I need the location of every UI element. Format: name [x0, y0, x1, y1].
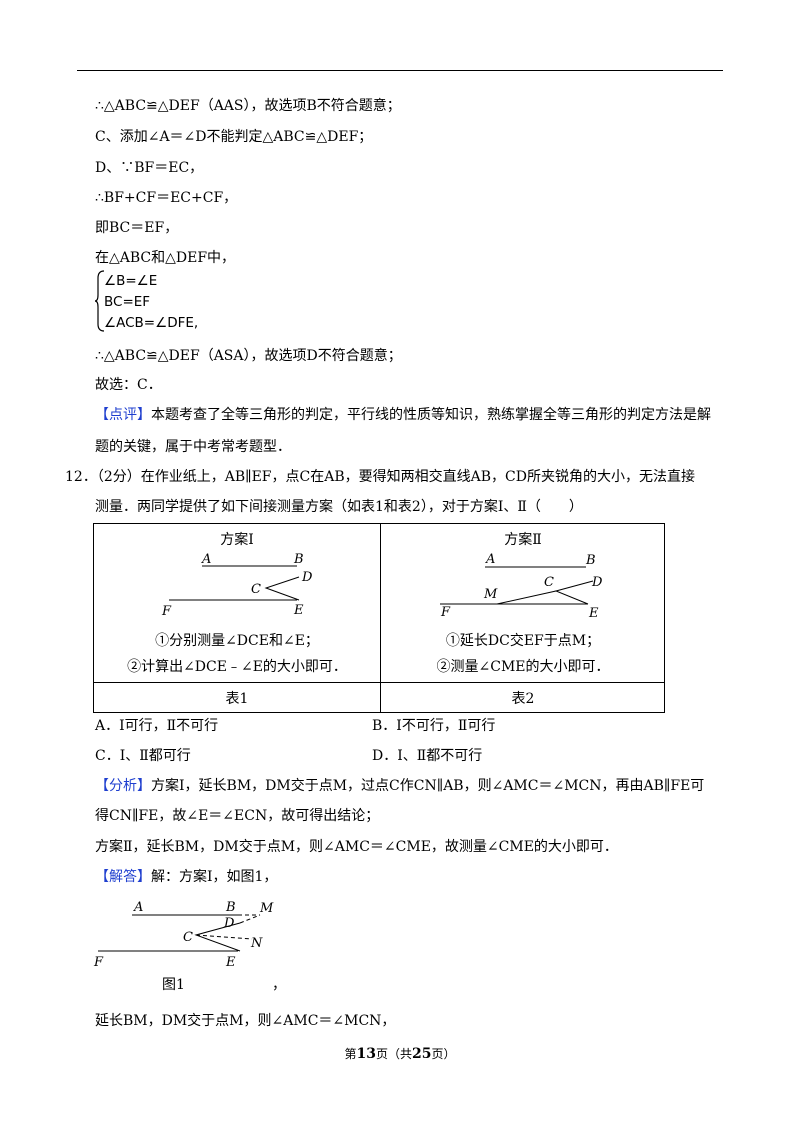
label-E: E: [588, 606, 599, 620]
label-B: B: [585, 553, 596, 568]
table-divider: [380, 524, 381, 712]
solution-tag: 【解答】: [95, 869, 151, 885]
page-footer: 第13页（共25页）: [0, 1045, 800, 1062]
label-F: F: [440, 605, 451, 620]
label-B: B: [293, 552, 304, 567]
footer-suffix: 页）: [431, 1047, 456, 1061]
figure-1-comma: ，: [272, 977, 286, 993]
label-M: M: [259, 901, 274, 916]
solution-line: 【解答】解：方案Ⅰ，如图1，: [95, 867, 277, 887]
table-1-caption: 表1: [225, 691, 249, 707]
text-line: 得CN∥FE，故∠E＝∠ECN，故可得出结论；: [95, 808, 380, 824]
label-E: E: [293, 603, 304, 618]
label-D: D: [223, 916, 235, 931]
table-divider: [94, 682, 664, 683]
label-A: A: [485, 552, 495, 567]
scheme-2-title: 方案Ⅱ: [504, 532, 542, 548]
option-b: B．Ⅰ不可行，Ⅱ可行: [372, 718, 496, 734]
text-line: ∴△ABC≌△DEF（ASA），故选项D不符合题意；: [95, 348, 402, 364]
review-line: 【点评】本题考查了全等三角形的判定，平行线的性质等知识，熟练掌握全等三角形的判定…: [95, 405, 711, 425]
label-F: F: [93, 955, 104, 970]
review-text: 本题考查了全等三角形的判定，平行线的性质等知识，熟练掌握全等三角形的判定方法是解: [151, 407, 711, 423]
question-stem: 12．（2分）在作业纸上，AB∥EF，点C在AB，要得知两相交直线AB，CD所夹…: [65, 469, 695, 485]
text-line: D、∵BF＝EC，: [95, 160, 204, 176]
text-line: 题的关键，属于中考常考题型．: [95, 439, 291, 455]
footer-prefix: 第: [344, 1047, 357, 1061]
text-line: 方案Ⅱ，延长BM，DM交于点M，则∠AMC＝∠CME，故测量∠CME的大小即可．: [95, 839, 618, 855]
scheme-1-step: ②计算出∠DCE﹣∠E的大小即可．: [127, 659, 347, 675]
text-line: 即BC＝EF，: [95, 220, 179, 236]
label-C: C: [183, 930, 193, 945]
page-number: 13: [356, 1046, 376, 1062]
text-line: 故选：C．: [95, 377, 162, 393]
equation-row: ∠ACB=∠DFE,: [104, 315, 199, 331]
equation-row: BC=EF: [104, 294, 151, 310]
brace-symbol: [95, 270, 105, 332]
option-c: C．Ⅰ、Ⅱ都可行: [95, 748, 191, 764]
text-line: ∴BF+CF＝EC+CF，: [95, 190, 238, 206]
scheme-2-step: ①延长DC交EF于点M；: [445, 633, 601, 649]
label-B: B: [225, 900, 236, 915]
text-line: ∴△ABC≌△DEF（AAS），故选项B不符合题意；: [95, 98, 401, 114]
solution-text: 解：方案Ⅰ，如图1，: [151, 869, 278, 885]
text-line: C、添加∠A＝∠D不能判定△ABC≌△DEF；: [95, 129, 373, 145]
label-N: N: [250, 936, 263, 951]
equation-row: ∠B=∠E: [104, 273, 158, 289]
table-2-caption: 表2: [511, 691, 535, 707]
label-D: D: [591, 575, 603, 590]
figure-1-caption: 图1: [162, 977, 185, 993]
scheme-2-figure: A B C D E M F: [440, 552, 603, 620]
option-a: A．Ⅰ可行，Ⅱ不可行: [95, 718, 219, 734]
label-C: C: [251, 582, 261, 597]
label-F: F: [161, 604, 172, 619]
label-D: D: [301, 570, 313, 585]
analysis-text: 方案Ⅰ，延长BM，DM交于点M，过点C作CN∥AB，则∠AMC＝∠MCN，再由A…: [151, 778, 705, 794]
analysis-tag: 【分析】: [95, 778, 151, 794]
label-C: C: [544, 575, 554, 590]
text-line: 延长BM，DM交于点M，则∠AMC＝∠MCN，: [95, 1013, 396, 1029]
header-rule: [77, 70, 723, 71]
text-line: 在△ABC和△DEF中，: [95, 250, 236, 266]
question-stem: 测量．两同学提供了如下间接测量方案（如表1和表2），对于方案Ⅰ、Ⅱ（ ）: [95, 499, 583, 515]
scheme-1-title: 方案Ⅰ: [220, 532, 254, 548]
label-A: A: [133, 900, 143, 915]
scheme-2-step: ②测量∠CME的大小即可．: [436, 659, 610, 675]
scheme-table: 方案Ⅰ A B C D E F ①分别测量∠DCE和∠E； ②计算出∠DCE﹣∠…: [93, 523, 665, 713]
figure-1: A B M D C N E F: [93, 900, 274, 970]
footer-mid: 页（共: [375, 1047, 412, 1061]
label-E: E: [225, 955, 236, 970]
label-M: M: [483, 587, 498, 602]
scheme-1-figure: A B C D E F: [161, 552, 313, 619]
option-d: D．Ⅰ、Ⅱ都不可行: [372, 748, 483, 764]
review-tag: 【点评】: [95, 407, 151, 423]
page-total: 25: [412, 1046, 432, 1062]
analysis-line: 【分析】方案Ⅰ，延长BM，DM交于点M，过点C作CN∥AB，则∠AMC＝∠MCN…: [95, 776, 704, 796]
scheme-1-step: ①分别测量∠DCE和∠E；: [155, 633, 319, 649]
label-A: A: [201, 552, 211, 567]
